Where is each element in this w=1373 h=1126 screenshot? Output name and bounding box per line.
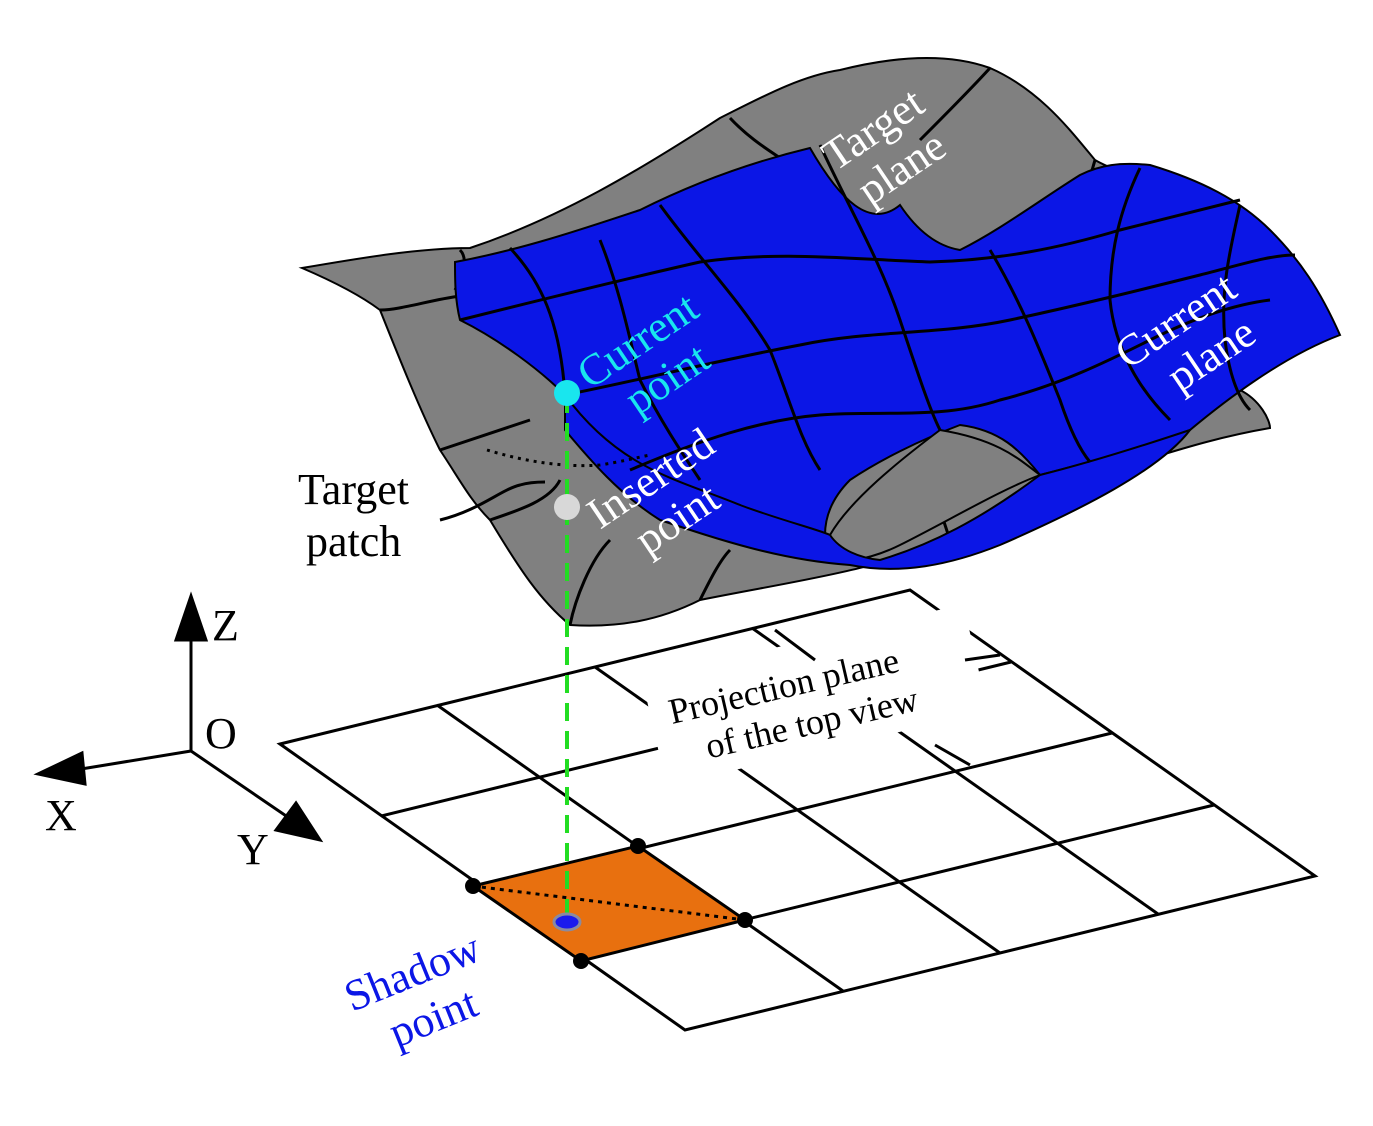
x-axis-label: X bbox=[45, 791, 77, 840]
shadow-point-label: Shadow point bbox=[337, 923, 487, 1057]
svg-text:Target: Target bbox=[298, 465, 409, 514]
target-patch-label: Target patch bbox=[298, 465, 409, 566]
y-axis-label: Y bbox=[237, 825, 269, 874]
origin-label: O bbox=[205, 709, 237, 758]
shadow-cell-diagonal bbox=[472, 884, 746, 922]
axes bbox=[33, 591, 324, 843]
shadow-cell-corners bbox=[465, 838, 753, 969]
z-axis-label: Z bbox=[212, 601, 239, 650]
current-plane-lower-strip bbox=[564, 391, 1193, 570]
shadow-point bbox=[552, 912, 582, 932]
target-patch-leader bbox=[439, 480, 546, 522]
projection-leaders bbox=[774, 628, 1001, 767]
svg-text:patch: patch bbox=[306, 517, 401, 566]
current-point bbox=[554, 380, 580, 406]
inserted-point bbox=[554, 494, 580, 520]
projection-label-bg bbox=[641, 604, 989, 786]
current-plane-grid bbox=[459, 144, 1296, 481]
